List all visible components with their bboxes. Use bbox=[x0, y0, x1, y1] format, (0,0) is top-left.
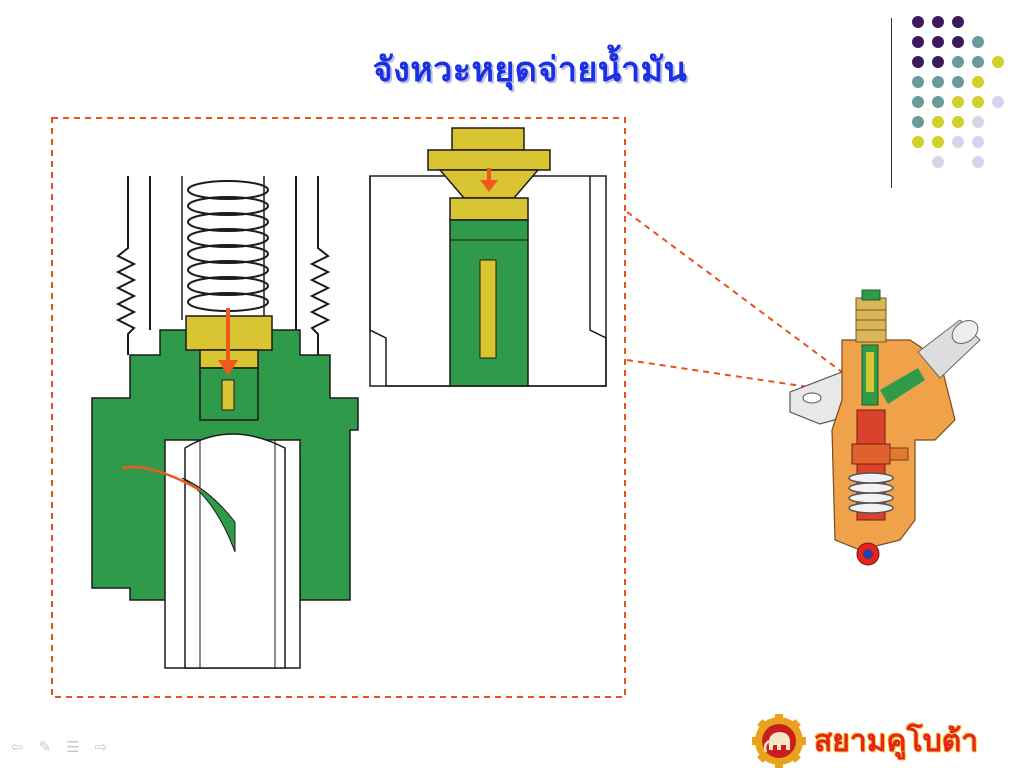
valve-inset-diagram bbox=[369, 127, 607, 387]
spring bbox=[187, 180, 269, 312]
slide-title: จังหวะหยุดจ่ายน้ำมัน bbox=[372, 50, 688, 90]
dot-row-4 bbox=[912, 76, 984, 88]
dot-row-2 bbox=[912, 36, 984, 48]
dot-row-6 bbox=[912, 116, 984, 128]
brand-logo: สยามคูโบต้า bbox=[752, 714, 978, 768]
callout-line-upper bbox=[626, 211, 843, 373]
arrow-right-icon[interactable]: ⇨ bbox=[94, 738, 108, 756]
dot-row-5 bbox=[912, 96, 1004, 108]
dot-row-3 bbox=[912, 56, 1004, 68]
menu-icon[interactable]: ☰ bbox=[66, 738, 80, 756]
detail-frame bbox=[51, 117, 626, 698]
injection-pump-illustration bbox=[789, 289, 981, 566]
slide-navigation: ⇦ ✎ ☰ ⇨ bbox=[8, 736, 110, 758]
divider-line bbox=[891, 18, 892, 188]
brand-name: สยามคูโบต้า bbox=[814, 723, 979, 759]
pump-cross-section-large bbox=[91, 176, 359, 669]
arrow-left-icon[interactable]: ⇦ bbox=[10, 738, 24, 756]
dot-row-7 bbox=[912, 136, 984, 148]
decorative-dot-grid bbox=[912, 16, 1004, 168]
pen-icon[interactable]: ✎ bbox=[38, 738, 52, 756]
elephant-gear-logo-icon bbox=[752, 714, 806, 768]
dot-row-1 bbox=[912, 16, 964, 28]
dot-row-8 bbox=[932, 156, 984, 168]
